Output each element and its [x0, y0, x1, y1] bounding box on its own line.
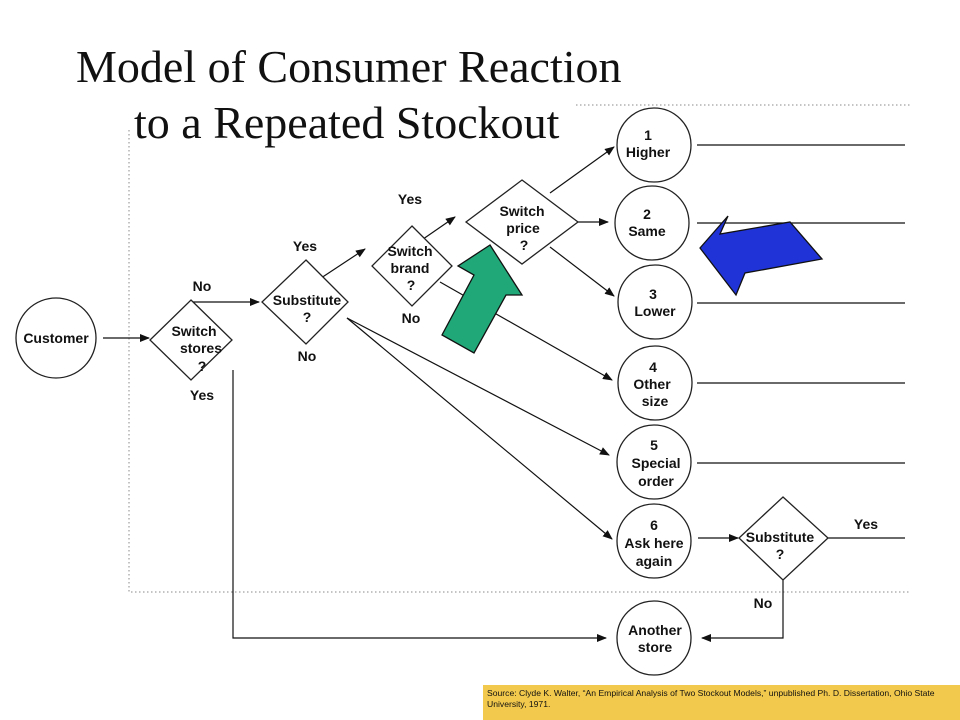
- edge-substitute-2-to-another-store: [701, 580, 784, 642]
- outcome-lower: 3 Lower: [617, 264, 693, 340]
- substitute-2-diamond: [738, 496, 829, 581]
- outcome-same: 2 Same: [614, 185, 690, 261]
- higher-number: 1: [644, 127, 652, 143]
- edge-substitute-to-special-order: [346, 317, 610, 456]
- another-store-label-2: store: [638, 639, 672, 655]
- switch-stores-decision: Switch stores ?: [149, 299, 233, 381]
- substitute-label-1: Substitute: [273, 292, 342, 308]
- special-order-circle: [616, 424, 692, 500]
- substitute-diamond: [261, 259, 349, 345]
- switch-brand-decision: Switch brand ?: [371, 225, 453, 307]
- switch-price-label-1: Switch: [499, 203, 544, 219]
- other-size-circle: [617, 345, 693, 421]
- substitute-2-decision: Substitute ?: [738, 496, 829, 581]
- special-order-number: 5: [650, 437, 658, 453]
- edge-price-to-higher: [549, 146, 615, 194]
- switch-brand-label-2: brand: [391, 260, 430, 276]
- substitute-decision: Substitute ?: [261, 259, 349, 345]
- source-text: Source: Clyde K. Walter, “An Empirical A…: [487, 688, 935, 709]
- switch-stores-diamond: [149, 299, 233, 381]
- slide-title-line-2: to a Repeated Stockout: [134, 97, 560, 148]
- customer-label: Customer: [23, 330, 89, 346]
- label-switch-stores-yes: Yes: [190, 387, 214, 403]
- another-store-circle: [616, 600, 692, 676]
- switch-brand-label-1: Switch: [387, 243, 432, 259]
- switch-price-decision: Switch price ?: [464, 179, 580, 265]
- other-size-number: 4: [649, 359, 657, 375]
- same-label: Same: [628, 223, 666, 239]
- switch-price-label-3: ?: [520, 237, 529, 253]
- substitute-label-2: ?: [303, 309, 312, 325]
- edge-substitute-to-ask-here-again: [346, 317, 613, 540]
- switch-stores-label-3: ?: [198, 358, 207, 374]
- source-citation: Source: Clyde K. Walter, “An Empirical A…: [483, 685, 960, 720]
- switch-stores-label-1: Switch: [171, 323, 216, 339]
- substitute-2-label-2: ?: [776, 546, 785, 562]
- switch-stores-label-2: stores: [180, 340, 222, 356]
- lower-circle: [617, 264, 693, 340]
- label-switch-stores-no: No: [193, 278, 212, 294]
- customer-circle: [15, 297, 97, 379]
- label-substitute-no: No: [298, 348, 317, 364]
- outcome-special-order: 5 Special order: [616, 424, 692, 500]
- edge-stores-to-another-store: [232, 370, 607, 642]
- lower-number: 3: [649, 286, 657, 302]
- label-substitute-yes: Yes: [293, 238, 317, 254]
- blue-highlight-arrow: [699, 215, 824, 297]
- label-substitute-2-no: No: [754, 595, 773, 611]
- label-substitute-2-yes: Yes: [854, 516, 878, 532]
- outcome-ask-here-again: 6 Ask here again: [616, 503, 692, 579]
- special-order-label-2: order: [638, 473, 674, 489]
- same-number: 2: [643, 206, 651, 222]
- ask-here-again-circle: [616, 503, 692, 579]
- edge-price-to-lower: [549, 246, 615, 297]
- green-highlight-arrow: [441, 244, 524, 354]
- higher-label: Higher: [626, 144, 671, 160]
- outcome-higher: 1 Higher: [616, 107, 692, 183]
- ask-here-again-number: 6: [650, 517, 658, 533]
- lower-label: Lower: [634, 303, 676, 319]
- ask-here-again-label-2: again: [636, 553, 673, 569]
- other-size-label-1: Other: [633, 376, 671, 392]
- substitute-2-label-1: Substitute: [746, 529, 815, 545]
- other-size-label-2: size: [642, 393, 669, 409]
- another-store-label-1: Another: [628, 622, 682, 638]
- outcome-other-size: 4 Other size: [617, 345, 693, 421]
- label-switch-brand-no: No: [402, 310, 421, 326]
- higher-circle: [616, 107, 692, 183]
- switch-brand-diamond: [371, 225, 453, 307]
- switch-price-label-2: price: [506, 220, 540, 236]
- outcome-another-store: Another store: [616, 600, 692, 676]
- customer-node: Customer: [15, 297, 97, 379]
- switch-price-diamond: [464, 179, 580, 265]
- label-switch-brand-yes: Yes: [398, 191, 422, 207]
- special-order-label-1: Special: [631, 455, 680, 471]
- slide-title-line-1: Model of Consumer Reaction: [76, 41, 622, 92]
- ask-here-again-label-1: Ask here: [624, 535, 683, 551]
- same-circle: [614, 185, 690, 261]
- switch-brand-label-3: ?: [407, 277, 416, 293]
